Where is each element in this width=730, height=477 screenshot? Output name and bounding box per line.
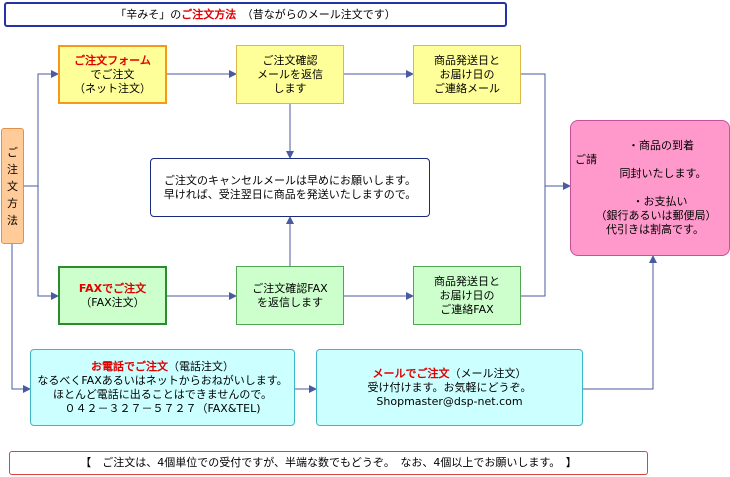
delivery-line: ・商品の到着	[628, 139, 694, 152]
delivery-line: 同封いたします。	[619, 167, 707, 180]
ship-fax-line: 商品発送日と	[434, 274, 500, 288]
confirm-fax-line: ご注文確認FAX	[252, 281, 328, 295]
side-label-char: 法	[7, 213, 18, 227]
mail-order-title-suffix: （メール注文）	[449, 366, 527, 380]
footer-note-text: 【 ご注文は、4個単位での受付ですが、半端な数でもどうぞ。 なお、4個以上でお願…	[80, 456, 577, 469]
title-emphasis: ご注文方法	[181, 7, 237, 21]
ship-mail-line: お届け日の	[439, 67, 495, 81]
phone-order-line: なるべくFAXあるいはネットからおねがいします。	[37, 373, 288, 387]
side-label-char: 方	[7, 196, 18, 210]
delivery-line: ・お支払い	[632, 195, 688, 208]
footer-note: 【 ご注文は、4個単位での受付ですが、半端な数でもどうぞ。 なお、4個以上でお願…	[9, 451, 648, 475]
confirm-mail-line: メールを返信	[257, 67, 323, 81]
side-label-char: 注	[7, 162, 18, 176]
fax-order-title: FAXでご注文	[78, 281, 147, 295]
confirm-mail-box: ご注文確認 メールを返信 します	[236, 45, 344, 104]
confirm-fax-line: を返信します	[257, 295, 323, 309]
arrow-to-phone-order	[11, 244, 31, 393]
delivery-line: 代引きは割高です。	[606, 223, 704, 236]
arrow-to-fax-order	[37, 186, 59, 300]
arrow-to-form-order	[24, 70, 59, 187]
form-order-box[interactable]: ご注文フォーム でご注文 （ネット注文）	[58, 45, 167, 104]
order-method-side-label: ご 注 文 方 法	[1, 128, 24, 244]
cancel-note-line: 早ければ、受注翌日に商品を発送いたしますので。	[163, 187, 417, 201]
confirm-fax-box: ご注文確認FAX を返信します	[236, 266, 344, 325]
form-order-line: でご注文	[90, 67, 135, 81]
phone-order-box: お電話でご注文（電話注文） なるべくFAXあるいはネットからおねがいします。 ほ…	[30, 349, 295, 426]
delivery-line: ご請	[575, 153, 597, 166]
page-title: 「辛みそ」のご注文方法 （昔ながらのメール注文です）	[4, 2, 507, 27]
phone-number: ０４２－３２７－５７２７（FAX&TEL)	[64, 401, 261, 415]
mail-order-title: メールでご注文	[372, 366, 450, 380]
title-prefix: 「辛みそ」の	[115, 7, 182, 21]
ship-fax-line: ご連絡FAX	[440, 302, 494, 316]
delivery-payment-box: ・商品の到着 ご請 同封いたします。 ・お支払い （銀行あるいは郵便局） 代引き…	[570, 120, 730, 256]
phone-order-title-suffix: （電話注文）	[168, 359, 234, 373]
side-label-char: 文	[7, 179, 18, 193]
mail-order-line: 受け付けます。お気軽にどうぞ。	[367, 380, 532, 394]
cancel-note-box: ご注文のキャンセルメールは早めにお願いします。 早ければ、受注翌日に商品を発送い…	[150, 158, 430, 217]
cancel-note-line: ご注文のキャンセルメールは早めにお願いします。	[164, 173, 416, 187]
form-order-line: （ネット注文）	[74, 81, 151, 95]
mail-order-box: メールでご注文（メール注文） 受け付けます。お気軽にどうぞ。 Shopmaste…	[316, 349, 583, 426]
confirm-mail-line: します	[273, 81, 307, 95]
phone-order-line: ほとんど電話に出ることはできませんので。	[53, 387, 272, 401]
ship-mail-line: ご連絡メール	[434, 81, 500, 95]
delivery-line: （銀行あるいは郵便局）	[595, 209, 717, 222]
ship-mail-box: 商品発送日と お届け日の ご連絡メール	[413, 45, 521, 104]
form-order-title[interactable]: ご注文フォーム	[74, 53, 151, 67]
side-label-char: ご	[7, 145, 18, 159]
fax-order-line: （FAX注文）	[80, 295, 145, 309]
arrow-ship-fax-to-delivery	[521, 186, 546, 297]
phone-order-title: お電話でご注文	[91, 359, 168, 373]
ship-mail-line: 商品発送日と	[434, 53, 500, 67]
ship-fax-box: 商品発送日と お届け日の ご連絡FAX	[413, 266, 521, 325]
fax-order-box: FAXでご注文 （FAX注文）	[58, 266, 167, 325]
confirm-mail-line: ご注文確認	[262, 53, 318, 67]
arrow-ship-mail-to-delivery	[521, 73, 571, 190]
arrow-mail-order-to-delivery	[583, 255, 657, 390]
shop-email-link[interactable]: Shopmaster@dsp-net.com	[376, 394, 523, 408]
title-suffix: （昔ながらのメール注文です）	[236, 7, 396, 21]
ship-fax-line: お届け日の	[439, 288, 495, 302]
